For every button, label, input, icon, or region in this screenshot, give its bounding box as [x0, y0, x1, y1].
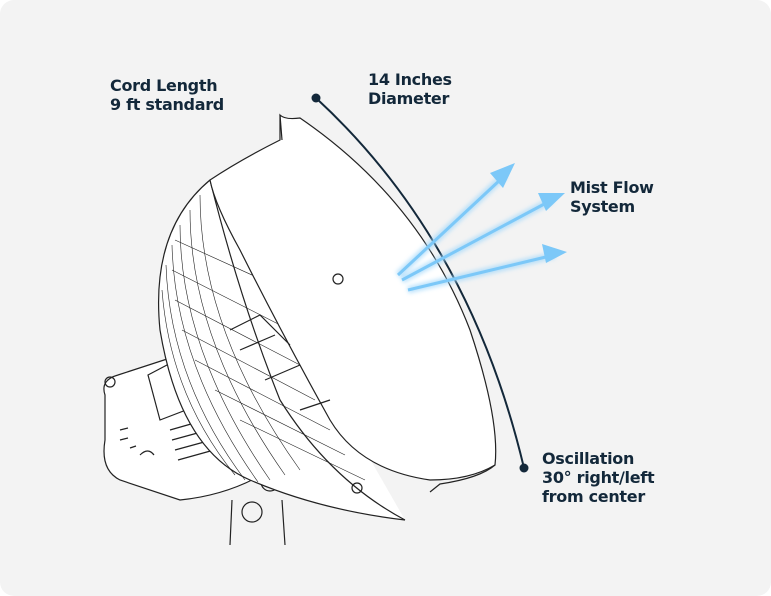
mist-arrow-2 — [401, 200, 549, 282]
oscillation-callout: Oscillation 30° right/left from center — [542, 449, 655, 506]
mist-flow-callout: Mist Flow System — [570, 178, 654, 216]
oscillation-detail: 30° right/left — [542, 468, 655, 487]
diameter-line — [315, 97, 525, 469]
diameter-top-dot — [311, 93, 321, 103]
cord-length-title: Cord Length — [110, 76, 218, 95]
cord-length-detail: 9 ft standard — [110, 95, 224, 114]
mist-flow-detail: System — [570, 197, 635, 216]
oscillation-dot — [519, 463, 529, 473]
mist-arrowhead-3 — [542, 244, 567, 263]
fan-drawing — [103, 113, 497, 546]
mist-arrowhead-1 — [490, 163, 515, 188]
mist-arrow-3 — [407, 254, 551, 292]
diameter-callout: 14 Inches Diameter — [368, 70, 452, 108]
cord-length-callout: Cord Length 9 ft standard — [110, 76, 224, 114]
oscillation-detail-2: from center — [542, 487, 645, 506]
oscillation-title: Oscillation — [542, 449, 635, 468]
mist-arrow-1 — [396, 178, 502, 277]
mist-arrowhead-2 — [538, 193, 565, 211]
diameter-title: 14 Inches — [368, 70, 452, 89]
mist-arrows — [395, 163, 567, 294]
diameter-detail: Diameter — [368, 89, 450, 108]
mist-flow-title: Mist Flow — [570, 178, 654, 197]
